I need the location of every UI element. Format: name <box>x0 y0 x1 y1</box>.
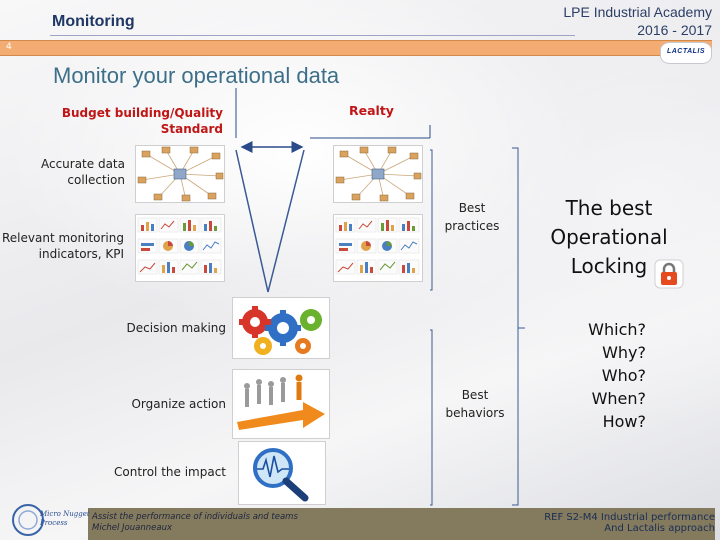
team-arrow-icon <box>237 374 325 430</box>
question-which: Which? <box>588 320 646 339</box>
slide-bar <box>0 40 712 56</box>
questions-list: Which? Why? Who? When? How? <box>560 318 646 433</box>
academy-name: LPE Industrial Academy <box>563 4 712 20</box>
question-why: Why? <box>602 343 646 362</box>
magnifier-image <box>238 441 326 505</box>
section-title: Monitoring <box>52 13 135 30</box>
right-bracket <box>512 147 519 506</box>
page-title: Monitor your operational data <box>53 63 340 88</box>
footer-reference-line1: REF S2-M4 Industrial performance <box>544 512 715 523</box>
lactalis-logo: LACTALIS <box>660 42 712 64</box>
charts-icon <box>335 217 420 275</box>
budget-label-line1: Budget building/Quality <box>61 106 223 120</box>
realty-label: Realty <box>349 103 394 118</box>
footer-credit-line2: Michel Jouanneaux <box>92 523 172 533</box>
best-practices-label: Best practices <box>436 199 508 235</box>
decision-label: Decision making <box>126 321 226 335</box>
footer-credit: Assist the performance of individuals an… <box>92 512 298 534</box>
gears-icon <box>239 306 322 355</box>
budget-label-line2: Standard <box>160 122 223 136</box>
accurate-data-label: Accurate data collection <box>30 156 125 188</box>
logo-line2: Process <box>40 519 68 527</box>
accurate-data-line1: Accurate data <box>40 157 125 171</box>
best-practices-line1: Best <box>458 201 486 215</box>
relevant-kpi-line2: indicators, KPI <box>38 247 124 261</box>
question-when: When? <box>591 389 646 408</box>
footer-reference: REF S2-M4 Industrial performance And Lac… <box>520 512 715 534</box>
gears-image <box>232 297 330 359</box>
footer-bar <box>88 508 715 540</box>
logo-line1: Micro Nugget <box>40 510 90 518</box>
footer-reference-line2: And Lactalis approach <box>604 523 715 534</box>
network-icon <box>335 146 422 202</box>
team-arrow-image <box>232 369 330 439</box>
relevant-kpi-label: Relevant monitoring indicators, KPI <box>2 230 124 262</box>
best-behaviors-line1: Best <box>461 388 489 402</box>
magnifier-icon <box>253 448 309 502</box>
charts-image-budget <box>135 214 225 282</box>
charts-icon <box>137 217 222 275</box>
network-image-realty <box>333 145 423 203</box>
footer-credit-line1: Assist the performance of individuals an… <box>92 512 298 522</box>
best-locking-line1: The best <box>565 196 653 220</box>
question-how: How? <box>602 412 646 431</box>
network-image-budget <box>135 145 225 203</box>
slide-number: 4 <box>6 42 12 52</box>
charts-image-realty <box>333 214 423 282</box>
best-practices-line2: practices <box>444 219 500 233</box>
budget-label: Budget building/Quality Standard <box>40 105 223 137</box>
question-who: Who? <box>601 366 646 385</box>
micro-nugget-logo: Micro Nugget Process <box>10 498 90 540</box>
best-locking-line2: Operational <box>550 225 668 249</box>
academy-label: LPE Industrial Academy 2016 - 2017 <box>563 3 712 39</box>
network-icon <box>137 146 224 202</box>
header-divider <box>50 35 575 36</box>
best-locking-line3: Locking <box>570 254 648 278</box>
control-label: Control the impact <box>114 465 226 479</box>
gap-v-shape <box>235 149 305 293</box>
best-behaviors-line2: behaviors <box>445 406 505 420</box>
academy-year: 2016 - 2017 <box>637 22 712 38</box>
best-behaviors-label: Best behaviors <box>436 386 514 422</box>
best-locking-text: The best Operational Locking <box>540 194 678 281</box>
relevant-kpi-line1: Relevant monitoring <box>2 231 124 245</box>
lock-icon <box>653 258 685 290</box>
accurate-data-line2: collection <box>67 173 125 187</box>
organize-label: Organize action <box>131 397 226 411</box>
